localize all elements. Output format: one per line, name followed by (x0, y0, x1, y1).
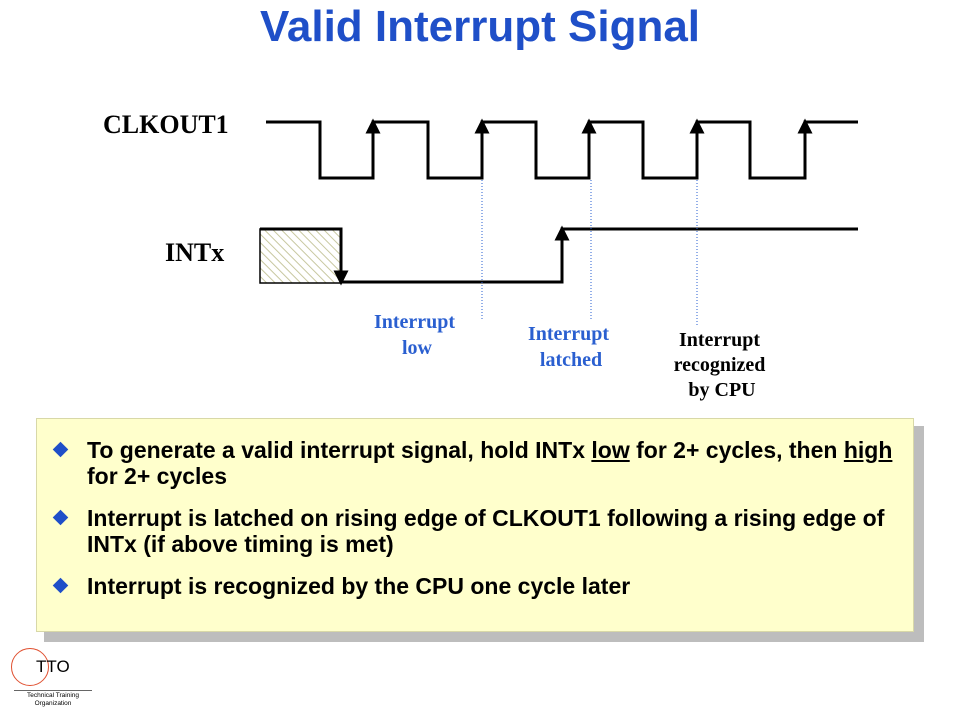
clkout1-label: CLKOUT1 (103, 110, 229, 139)
intx-waveform (260, 227, 858, 284)
clkout1-waveform (266, 120, 858, 180)
bullet-item: Interrupt is recognized by the CPU one c… (52, 573, 893, 599)
bullet-panel: To generate a valid interrupt signal, ho… (36, 418, 914, 632)
diamond-bullet-icon (52, 577, 69, 594)
logo-text: TTO (36, 657, 70, 676)
timing-diagram: CLKOUT1 INTx Interrupt low Interrupt lat… (103, 110, 858, 401)
annotation-interrupt-low: Interrupt low (374, 311, 460, 359)
bullet-item: To generate a valid interrupt signal, ho… (52, 437, 893, 489)
clock-rising-edge-arrows (365, 118, 813, 176)
intx-label: INTx (165, 238, 224, 267)
intx-undefined-region (259, 228, 342, 284)
tto-logo: TTO Technical Training Organization (6, 648, 96, 716)
annotation-interrupt-latched: Interrupt latched (528, 323, 614, 371)
underlined-word: low (591, 437, 630, 463)
bullet-item: Interrupt is latched on rising edge of C… (52, 505, 893, 557)
logo-ring-icon (11, 648, 49, 686)
logo-divider (14, 690, 92, 691)
logo-subtitle: Technical Training Organization (26, 692, 80, 707)
diamond-bullet-icon (52, 441, 69, 458)
annotation-interrupt-recognized: Interrupt recognized by CPU (674, 329, 771, 401)
underlined-word: high (843, 437, 893, 463)
diamond-bullet-icon (52, 509, 69, 526)
slide-title: Valid Interrupt Signal (259, 2, 701, 51)
bullet-list: To generate a valid interrupt signal, ho… (37, 419, 913, 599)
